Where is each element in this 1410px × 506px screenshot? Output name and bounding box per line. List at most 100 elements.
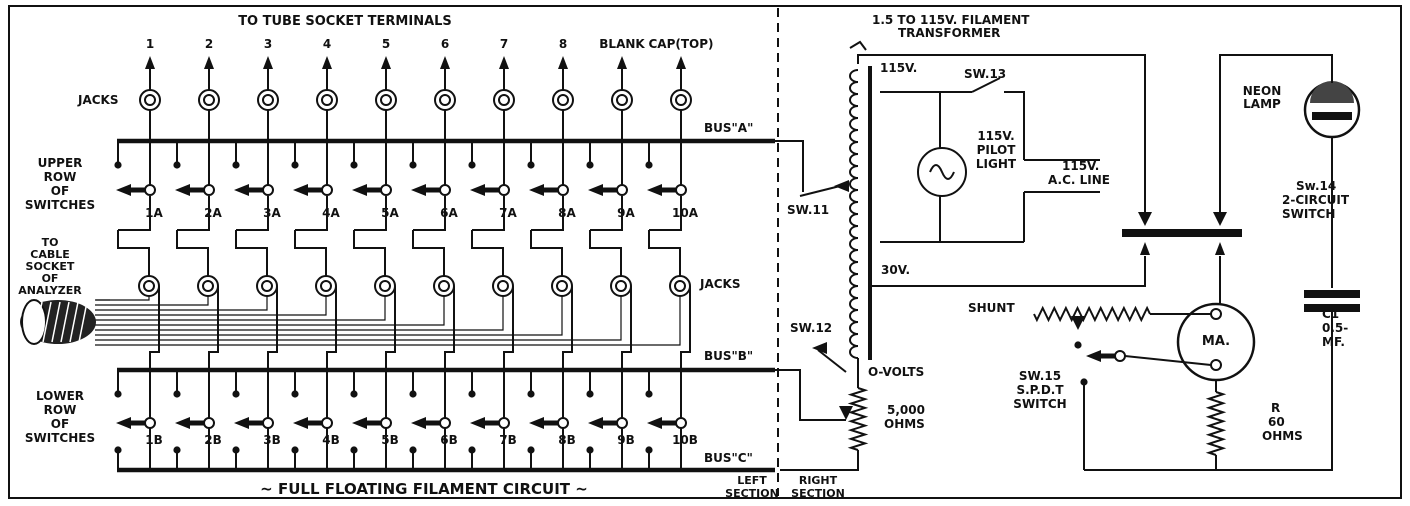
col-10-cable-wire [95, 296, 681, 346]
v30-label: 30V. [881, 263, 910, 277]
col-3-terminal-arrow [263, 56, 273, 69]
upper-switch-label-7: 7A [499, 206, 517, 220]
sw14-contact-2 [1213, 212, 1227, 226]
cap-label-2: 0.5- [1322, 321, 1348, 335]
switch-5A-arrow [352, 184, 367, 196]
switch-2A-pivot [203, 184, 215, 196]
primary-coil-turn-11 [849, 189, 859, 203]
res-5000-resistor [847, 387, 869, 451]
terminal-label-4: 4 [323, 37, 331, 51]
switch-6A-arrow [411, 184, 426, 196]
col-5-cable-wire [95, 296, 386, 321]
transformer-label-1: 1.5 TO 115V. FILAMENT [872, 13, 1030, 27]
upper-switch-label-1: 1A [145, 206, 163, 220]
switch-10B-arrow [647, 417, 662, 429]
primary-coil-turn-18 [849, 273, 859, 287]
primary-coil-turn-21 [849, 309, 859, 323]
col-2-upper-jog [176, 230, 209, 276]
cable-bundle-hatch-5 [69, 301, 79, 343]
sw12-arrow [812, 342, 827, 354]
sw15-label-1: SW.15 [1019, 369, 1061, 383]
transformer-pointer [849, 40, 867, 51]
sw11-arrow [834, 180, 849, 192]
primary-coil-turn-19 [849, 285, 859, 299]
sw11-blade [799, 185, 841, 197]
switch-6B-pivot [439, 417, 451, 429]
bus-a-label: BUS"A" [704, 121, 753, 135]
terminal-label-2: 2 [205, 37, 213, 51]
c1-return [1084, 312, 1333, 471]
switch-2B-arrow [175, 417, 190, 429]
col-9-mid-to-bus-b [621, 286, 632, 370]
jacks-mid-label: JACKS [699, 277, 741, 291]
switch-9A-arrow [588, 184, 603, 196]
cable-bundle-end-icon [21, 299, 47, 345]
primary-coil-turn-12 [849, 201, 859, 215]
col-9-upper-return [590, 196, 623, 231]
left-section-columns: 11A1B22A2B33A3B44A4B55A5B66A6B77A7B88A8B… [20, 37, 714, 470]
switch-9B-pivot [616, 417, 628, 429]
col-3-upper-jog [235, 230, 268, 276]
switch-8B-pivot [557, 417, 569, 429]
primary-coil-turn-16 [849, 249, 859, 263]
lower-switch-label-6: 6B [440, 433, 458, 447]
cap-label-1: C1 [1322, 307, 1339, 321]
col-7-upper-return [472, 196, 505, 231]
right-section-label-1: RIGHT [799, 474, 838, 487]
switch-9B-arrow [588, 417, 603, 429]
c1-plate-top [1304, 290, 1360, 298]
switch-8B-arrow [529, 417, 544, 429]
lower-switch-label-5: 5B [381, 433, 399, 447]
upper-row-label-2: ROW [44, 170, 77, 184]
col-6-top-jack-inner [439, 94, 451, 106]
col-5-upper-return [354, 196, 387, 231]
col-4-mid-jack-inner [320, 280, 332, 292]
switch-1B-pivot [144, 417, 156, 429]
zero-volts-label: O-VOLTS [868, 365, 924, 379]
col-7-mid-to-bus-b [503, 286, 514, 370]
col-1-cable-wire [95, 296, 150, 301]
col-8-upper-return [531, 196, 564, 231]
primary-coil-turn-20 [849, 297, 859, 311]
cable-label-5: ANALYZER [18, 284, 82, 297]
ac-line-label-2: A.C. LINE [1048, 173, 1110, 187]
col-8-mid-jack-inner [556, 280, 568, 292]
switch-10A-pivot [675, 184, 687, 196]
primary-coil-turn-6 [849, 129, 859, 143]
primary-coil-turn-9 [849, 165, 859, 179]
primary-coil-turn-8 [849, 153, 859, 167]
sw15-to-meter [1124, 355, 1212, 366]
lower-switch-label-2: 2B [204, 433, 222, 447]
cable-label-2: CABLE [30, 248, 70, 261]
left-section-label-2: SECTION [725, 487, 779, 500]
sw14-label-1: Sw.14 [1296, 179, 1336, 193]
col-2-terminal-arrow [204, 56, 214, 69]
primary-coil-turn-1 [849, 69, 859, 83]
col-6-cable-wire [95, 296, 445, 326]
switch-4A-pivot [321, 184, 333, 196]
col-10-top-jack-inner [675, 94, 687, 106]
col-5-top-jack-inner [380, 94, 392, 106]
res-r-resistor [1205, 391, 1227, 456]
upper-switch-label-3: 3A [263, 206, 281, 220]
switch-4B-pivot [321, 417, 333, 429]
col-2-upper-return [177, 196, 210, 231]
switch-4A-arrow [293, 184, 308, 196]
lower-row-label-1: LOWER [36, 389, 84, 403]
col-1-upper-jog [117, 230, 150, 276]
pilot-filament [929, 164, 955, 180]
primary-coil-turn-17 [849, 261, 859, 275]
primary-coil-turn-3 [849, 93, 859, 107]
col-7-terminal-arrow [499, 56, 509, 69]
col-6-mid-to-bus-b [444, 286, 455, 370]
switch-7B-pivot [498, 417, 510, 429]
primary-coil-turn-24 [849, 345, 859, 359]
col-1-mid-to-bus-b [149, 286, 160, 370]
switch-10B-pivot [675, 417, 687, 429]
sw15-label-3: SWITCH [1013, 397, 1066, 411]
shunt-label: SHUNT [968, 301, 1015, 315]
pilot-label-2: PILOT [977, 143, 1017, 157]
terminal-label-10: CAP(TOP) [648, 37, 713, 51]
v115-label: 115V. [880, 61, 917, 75]
col-5-mid-to-bus-b [385, 286, 396, 370]
